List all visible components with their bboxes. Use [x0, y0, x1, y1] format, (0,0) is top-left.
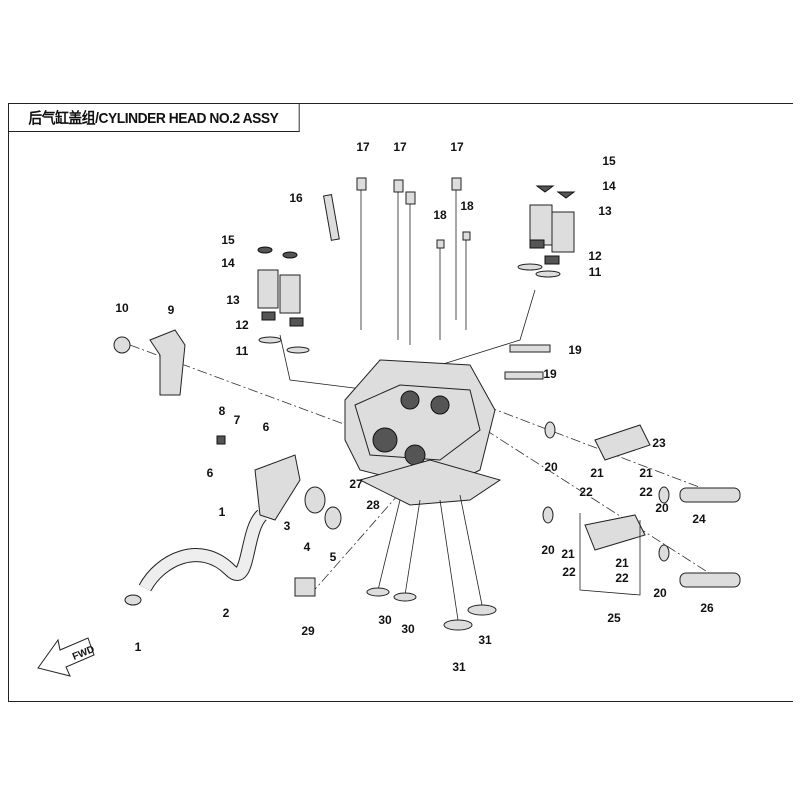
rocker-arm-assy-upper — [544, 421, 741, 504]
dowel-pin — [509, 344, 551, 353]
diagram-frame — [8, 103, 793, 702]
callout-18: 18 — [460, 199, 474, 213]
leader — [279, 334, 371, 391]
callout-17: 17 — [393, 140, 407, 154]
callout-21: 21 — [590, 466, 604, 480]
callout-30: 30 — [378, 613, 392, 627]
callout-15: 15 — [602, 154, 616, 168]
callout-21: 21 — [639, 466, 653, 480]
callout-22: 22 — [615, 571, 629, 585]
rocker-arm-assy-lower — [542, 506, 741, 596]
callout-31: 31 — [452, 660, 466, 674]
callout-14: 14 — [602, 179, 616, 193]
callout-29: 29 — [301, 624, 315, 638]
head-bolts — [356, 177, 471, 345]
callout-22: 22 — [562, 565, 576, 579]
callout-22: 22 — [579, 485, 593, 499]
callout-31: 31 — [478, 633, 492, 647]
temperature-sensor — [294, 577, 316, 597]
callout-12: 12 — [235, 318, 249, 332]
cylinder-head — [344, 359, 502, 506]
callout-25: 25 — [607, 611, 621, 625]
callout-20: 20 — [653, 586, 667, 600]
callout-20: 20 — [544, 460, 558, 474]
callout-26: 26 — [700, 601, 714, 615]
callout-2: 2 — [223, 606, 230, 620]
callout-11: 11 — [589, 265, 602, 279]
callout-19: 19 — [568, 343, 582, 357]
callout-3: 3 — [284, 519, 291, 533]
callout-20: 20 — [655, 501, 669, 515]
callout-24: 24 — [692, 512, 706, 526]
callout-16: 16 — [289, 191, 303, 205]
callout-10: 10 — [115, 301, 129, 315]
callout-1: 1 — [219, 505, 226, 519]
callout-5: 5 — [330, 550, 337, 564]
callout-8: 8 — [219, 404, 226, 418]
callout-15: 15 — [221, 233, 235, 247]
callout-labels: 17 17 17 16 18 18 15 14 13 12 11 15 14 1… — [115, 140, 714, 674]
bracket — [113, 329, 186, 396]
centerline — [309, 469, 421, 596]
callout-9: 9 — [168, 303, 175, 317]
callout-6: 6 — [263, 420, 270, 434]
valve-springs-right — [517, 185, 576, 278]
callout-17: 17 — [356, 140, 370, 154]
callout-22: 22 — [639, 485, 653, 499]
callout-18: 18 — [433, 208, 447, 222]
coolant-pipe — [124, 435, 342, 606]
callout-20: 20 — [541, 543, 555, 557]
dowel-pin — [504, 371, 544, 380]
centerline — [469, 399, 721, 496]
callout-27: 27 — [349, 477, 363, 491]
callout-13: 13 — [226, 293, 240, 307]
callout-19: 19 — [543, 367, 557, 381]
valve-springs-left — [257, 246, 310, 354]
spark-plug — [323, 194, 340, 241]
callout-6: 6 — [207, 466, 214, 480]
callout-21: 21 — [615, 556, 629, 570]
leader — [439, 289, 536, 366]
callout-23: 23 — [652, 436, 666, 450]
callout-13: 13 — [598, 204, 612, 218]
page-title: 后气缸盖组/CYLINDER HEAD NO.2 ASSY — [8, 103, 300, 132]
callout-17: 17 — [450, 140, 464, 154]
callout-14: 14 — [221, 256, 235, 270]
callout-12: 12 — [588, 249, 602, 263]
callout-28: 28 — [366, 498, 380, 512]
callout-21: 21 — [561, 547, 575, 561]
callout-7: 7 — [234, 413, 241, 427]
callout-30: 30 — [401, 622, 415, 636]
centerline — [469, 419, 721, 581]
valves — [366, 494, 497, 631]
fwd-arrow-icon: FWD — [37, 637, 96, 677]
callout-4: 4 — [304, 540, 311, 554]
callout-1: 1 — [135, 640, 142, 654]
callout-11: 11 — [236, 344, 249, 358]
